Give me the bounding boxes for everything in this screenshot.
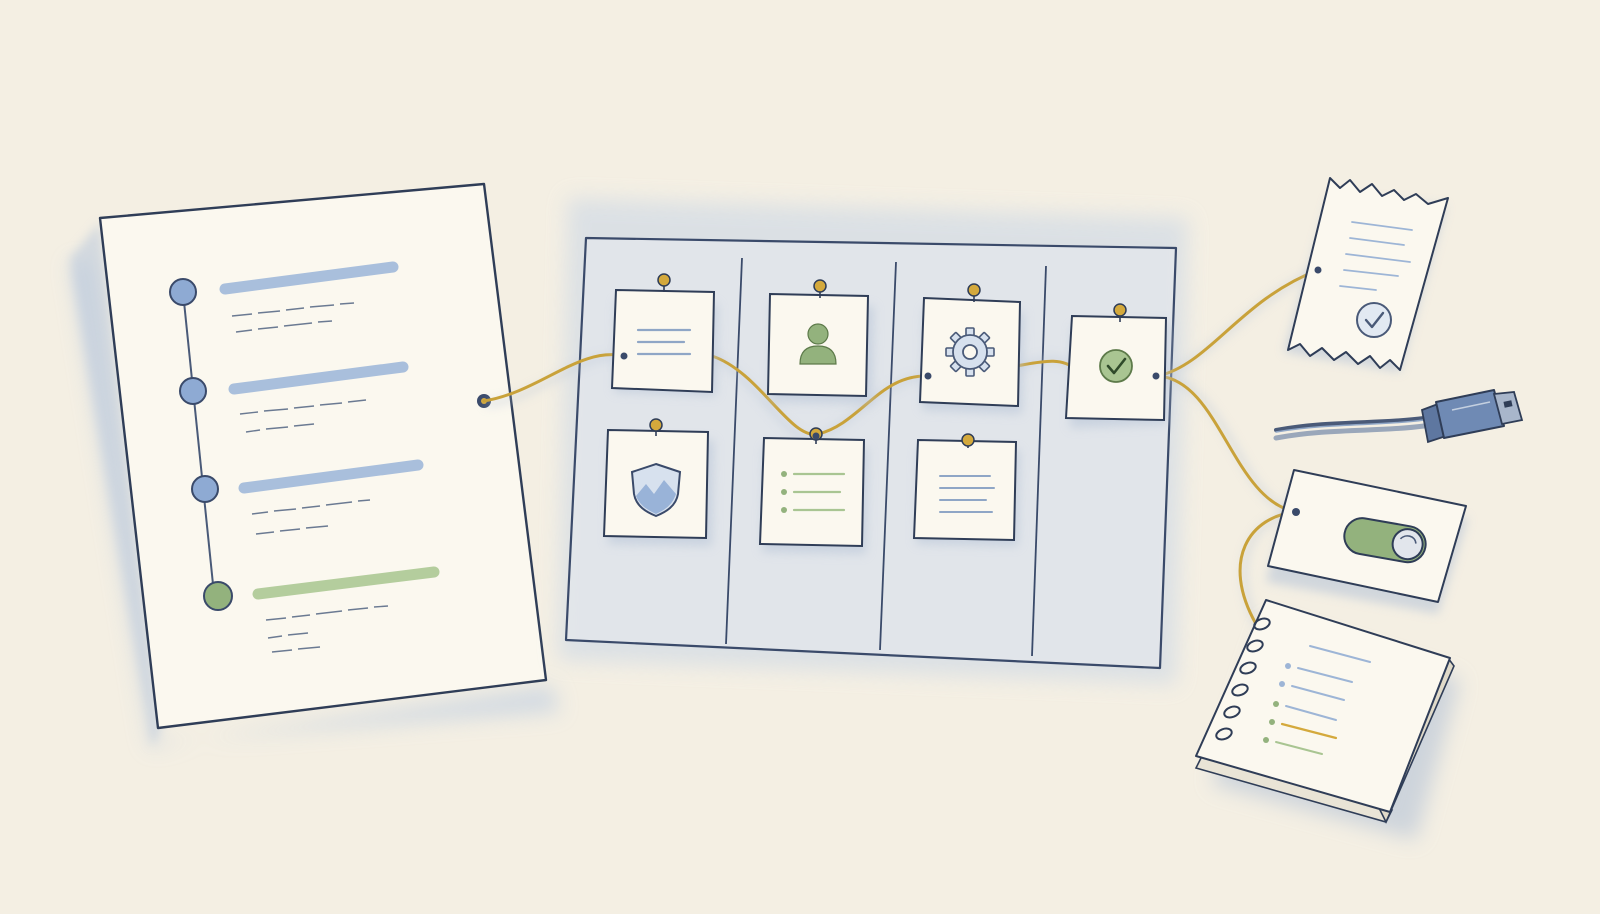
cable-wire [1274,416,1426,432]
milestone-text-lines [231,302,355,333]
milestone-1 [169,261,399,333]
milestone-text-lines [239,399,367,433]
document-shadow-band [70,222,160,748]
milestone-node-done [203,581,233,611]
milestone-node [179,377,207,405]
milestone-text-lines [265,605,389,653]
string-anchor-dot [812,432,820,440]
board-card-1 [610,273,718,396]
board-card-5 [918,283,1024,414]
notebook-spiral [1215,617,1271,741]
pin-head [649,418,663,432]
receipt-paper [1287,177,1449,371]
usb-plug-icon [1420,389,1524,444]
roadmap-document [70,182,560,748]
board-column-divider [725,257,743,645]
shield-icon [630,462,682,518]
milestone-4 [203,566,440,653]
board-card-3 [766,279,874,404]
string-anchor-dot [924,372,932,380]
board-card-6 [912,433,1020,546]
toggle-card [1266,469,1468,614]
usb-cable [1273,389,1524,444]
board-card-2 [602,418,714,546]
document-shadow [70,262,560,748]
timeline-line [182,291,215,595]
receipt-text-lines [1339,221,1413,291]
milestone-3 [191,459,424,535]
check-circle-icon [1099,349,1133,383]
check-badge-icon [1356,302,1392,338]
user-icon [799,323,837,365]
string-anchor-dot [1292,508,1300,516]
spiral-notebook [1194,599,1460,840]
pin-head [813,279,827,293]
receipt [1284,177,1449,372]
string-anchor-dot [1314,266,1322,274]
milestone-title-bar [228,361,409,395]
board-card-7 [1064,303,1170,428]
board-column-divider [879,261,897,651]
string-branch-toggle [1156,374,1298,514]
notebook-icon [1263,645,1371,755]
cable-wire-highlight [1275,419,1425,433]
text-lines-icon [636,328,692,356]
notebook-cover [1195,599,1451,813]
board-frame [564,236,1178,670]
cable-wire-shadow [1273,423,1427,441]
board-column-divider [1031,265,1047,657]
milestone-title-bar [219,261,399,295]
gear-icon [945,327,995,377]
milestone-node [191,475,219,503]
card-paper [766,292,870,398]
board-card-4 [758,427,868,554]
document-sheet [98,182,548,730]
string-branch-notebook [1238,510,1298,626]
pin-head [1113,303,1127,317]
pin-head [657,273,671,287]
milestone-text-lines [251,499,371,535]
text-lines-icon [939,475,995,513]
milestone-node [169,278,197,306]
pin-head [967,283,981,297]
checklist-icon [781,471,846,513]
pin-head [961,433,975,447]
string-anchor-dot [1152,372,1160,380]
string-anchor-dot [620,352,628,360]
card-paper [912,438,1018,542]
milestone-title-bar [238,459,424,494]
toggle-switch-icon [1343,517,1427,564]
milestone-title-bar-done [252,566,440,600]
string-branch-receipt [1156,268,1320,378]
milestone-2 [179,361,409,433]
